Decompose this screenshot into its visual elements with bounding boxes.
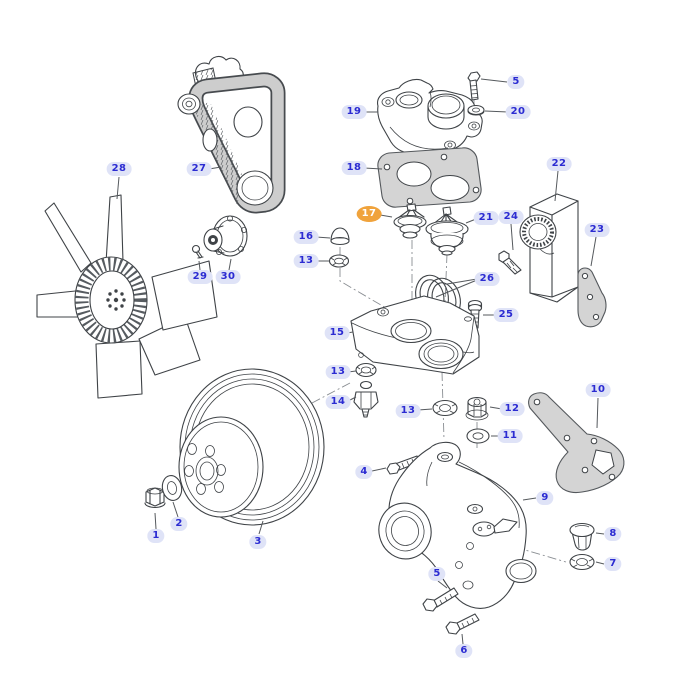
- callout-8[interactable]: 8: [604, 527, 622, 541]
- callout-26[interactable]: 26: [474, 272, 500, 286]
- part-sensor: [353, 380, 379, 418]
- callout-13[interactable]: 13: [395, 404, 421, 418]
- callout-14[interactable]: 14: [325, 395, 351, 409]
- leader-line-24: [510, 223, 514, 251]
- part-washer-13a: [328, 254, 350, 268]
- leader-line-22: [554, 170, 559, 202]
- leader-line-9: [522, 497, 537, 501]
- part-thermostat-housing: [377, 78, 483, 154]
- part-bolt-6: [445, 613, 480, 635]
- leader-line-4: [371, 467, 387, 472]
- leader-line-2: [172, 501, 179, 518]
- callout-15[interactable]: 15: [324, 326, 350, 340]
- callout-10[interactable]: 10: [585, 383, 611, 397]
- part-water-pump: [378, 441, 537, 609]
- callout-18[interactable]: 18: [341, 161, 367, 175]
- callout-19[interactable]: 19: [341, 105, 367, 119]
- part-thermostat-21: [425, 206, 469, 256]
- part-gasket-10: [528, 392, 625, 494]
- part-bolt-24: [498, 250, 522, 275]
- leader-line-3: [258, 520, 264, 535]
- callout-11[interactable]: 11: [497, 429, 523, 443]
- leader-line-28: [116, 176, 120, 200]
- callout-24[interactable]: 24: [498, 210, 524, 224]
- leader-line-8: [595, 532, 605, 535]
- part-washer-13b: [355, 362, 377, 378]
- callout-5[interactable]: 5: [507, 75, 525, 89]
- part-washer-13c: [432, 399, 458, 417]
- callout-13[interactable]: 13: [293, 254, 319, 268]
- callout-13[interactable]: 13: [325, 365, 351, 379]
- callout-17[interactable]: 17: [356, 206, 382, 222]
- callout-3[interactable]: 3: [249, 535, 267, 549]
- part-fan-hub: [203, 215, 248, 257]
- part-pulley-washer: [161, 475, 183, 501]
- leader-line-10: [596, 397, 599, 429]
- leader-line-6: [461, 633, 464, 645]
- callout-2[interactable]: 2: [170, 517, 188, 531]
- part-fan-bolt: [191, 244, 204, 259]
- callout-9[interactable]: 9: [536, 491, 554, 505]
- leader-line-29: [198, 260, 201, 271]
- leader-line-20: [484, 110, 509, 113]
- part-cap: [330, 227, 350, 246]
- part-housing-gasket: [377, 147, 482, 208]
- leader-line-26: [435, 279, 478, 298]
- part-bolt-5b: [422, 587, 459, 612]
- callout-27[interactable]: 27: [186, 162, 212, 176]
- fan-hub-holes: [106, 289, 126, 311]
- callout-1[interactable]: 1: [147, 529, 165, 543]
- callout-5[interactable]: 5: [428, 567, 446, 581]
- part-pulley-nut: [144, 487, 166, 509]
- part-plug: [569, 522, 595, 551]
- callout-21[interactable]: 21: [473, 211, 499, 225]
- callout-23[interactable]: 23: [584, 223, 610, 237]
- leader-line-1: [154, 512, 157, 530]
- part-bolt-top: [467, 71, 481, 101]
- part-drive-belt: [177, 55, 286, 214]
- part-washer-7: [569, 553, 595, 571]
- leader-line-23: [590, 236, 597, 267]
- callout-16[interactable]: 16: [293, 230, 319, 244]
- part-washer-11: [466, 428, 490, 444]
- leader-line-30: [228, 258, 232, 271]
- callout-12[interactable]: 12: [499, 402, 525, 416]
- callout-22[interactable]: 22: [546, 157, 572, 171]
- callout-4[interactable]: 4: [355, 465, 373, 479]
- leader-line-18: [363, 167, 383, 170]
- part-carrier-housing: [350, 295, 480, 375]
- callout-29[interactable]: 29: [187, 270, 213, 284]
- callout-28[interactable]: 28: [106, 162, 132, 176]
- part-nut-12: [465, 396, 489, 421]
- callout-20[interactable]: 20: [505, 105, 531, 119]
- leader-line-7: [595, 561, 605, 565]
- part-crankshaft-pulley: [178, 368, 325, 526]
- callout-25[interactable]: 25: [493, 308, 519, 322]
- part-nut-20: [467, 104, 485, 116]
- leader-line-5: [437, 580, 448, 589]
- leader-line-17: [379, 214, 393, 218]
- callout-30[interactable]: 30: [215, 270, 241, 284]
- callout-7[interactable]: 7: [604, 557, 622, 571]
- leader-line-5: [480, 78, 508, 83]
- leader-line-26: [446, 278, 478, 285]
- part-gasket-23: [577, 267, 607, 328]
- callout-6[interactable]: 6: [455, 644, 473, 658]
- part-thermostat-17: [393, 203, 427, 239]
